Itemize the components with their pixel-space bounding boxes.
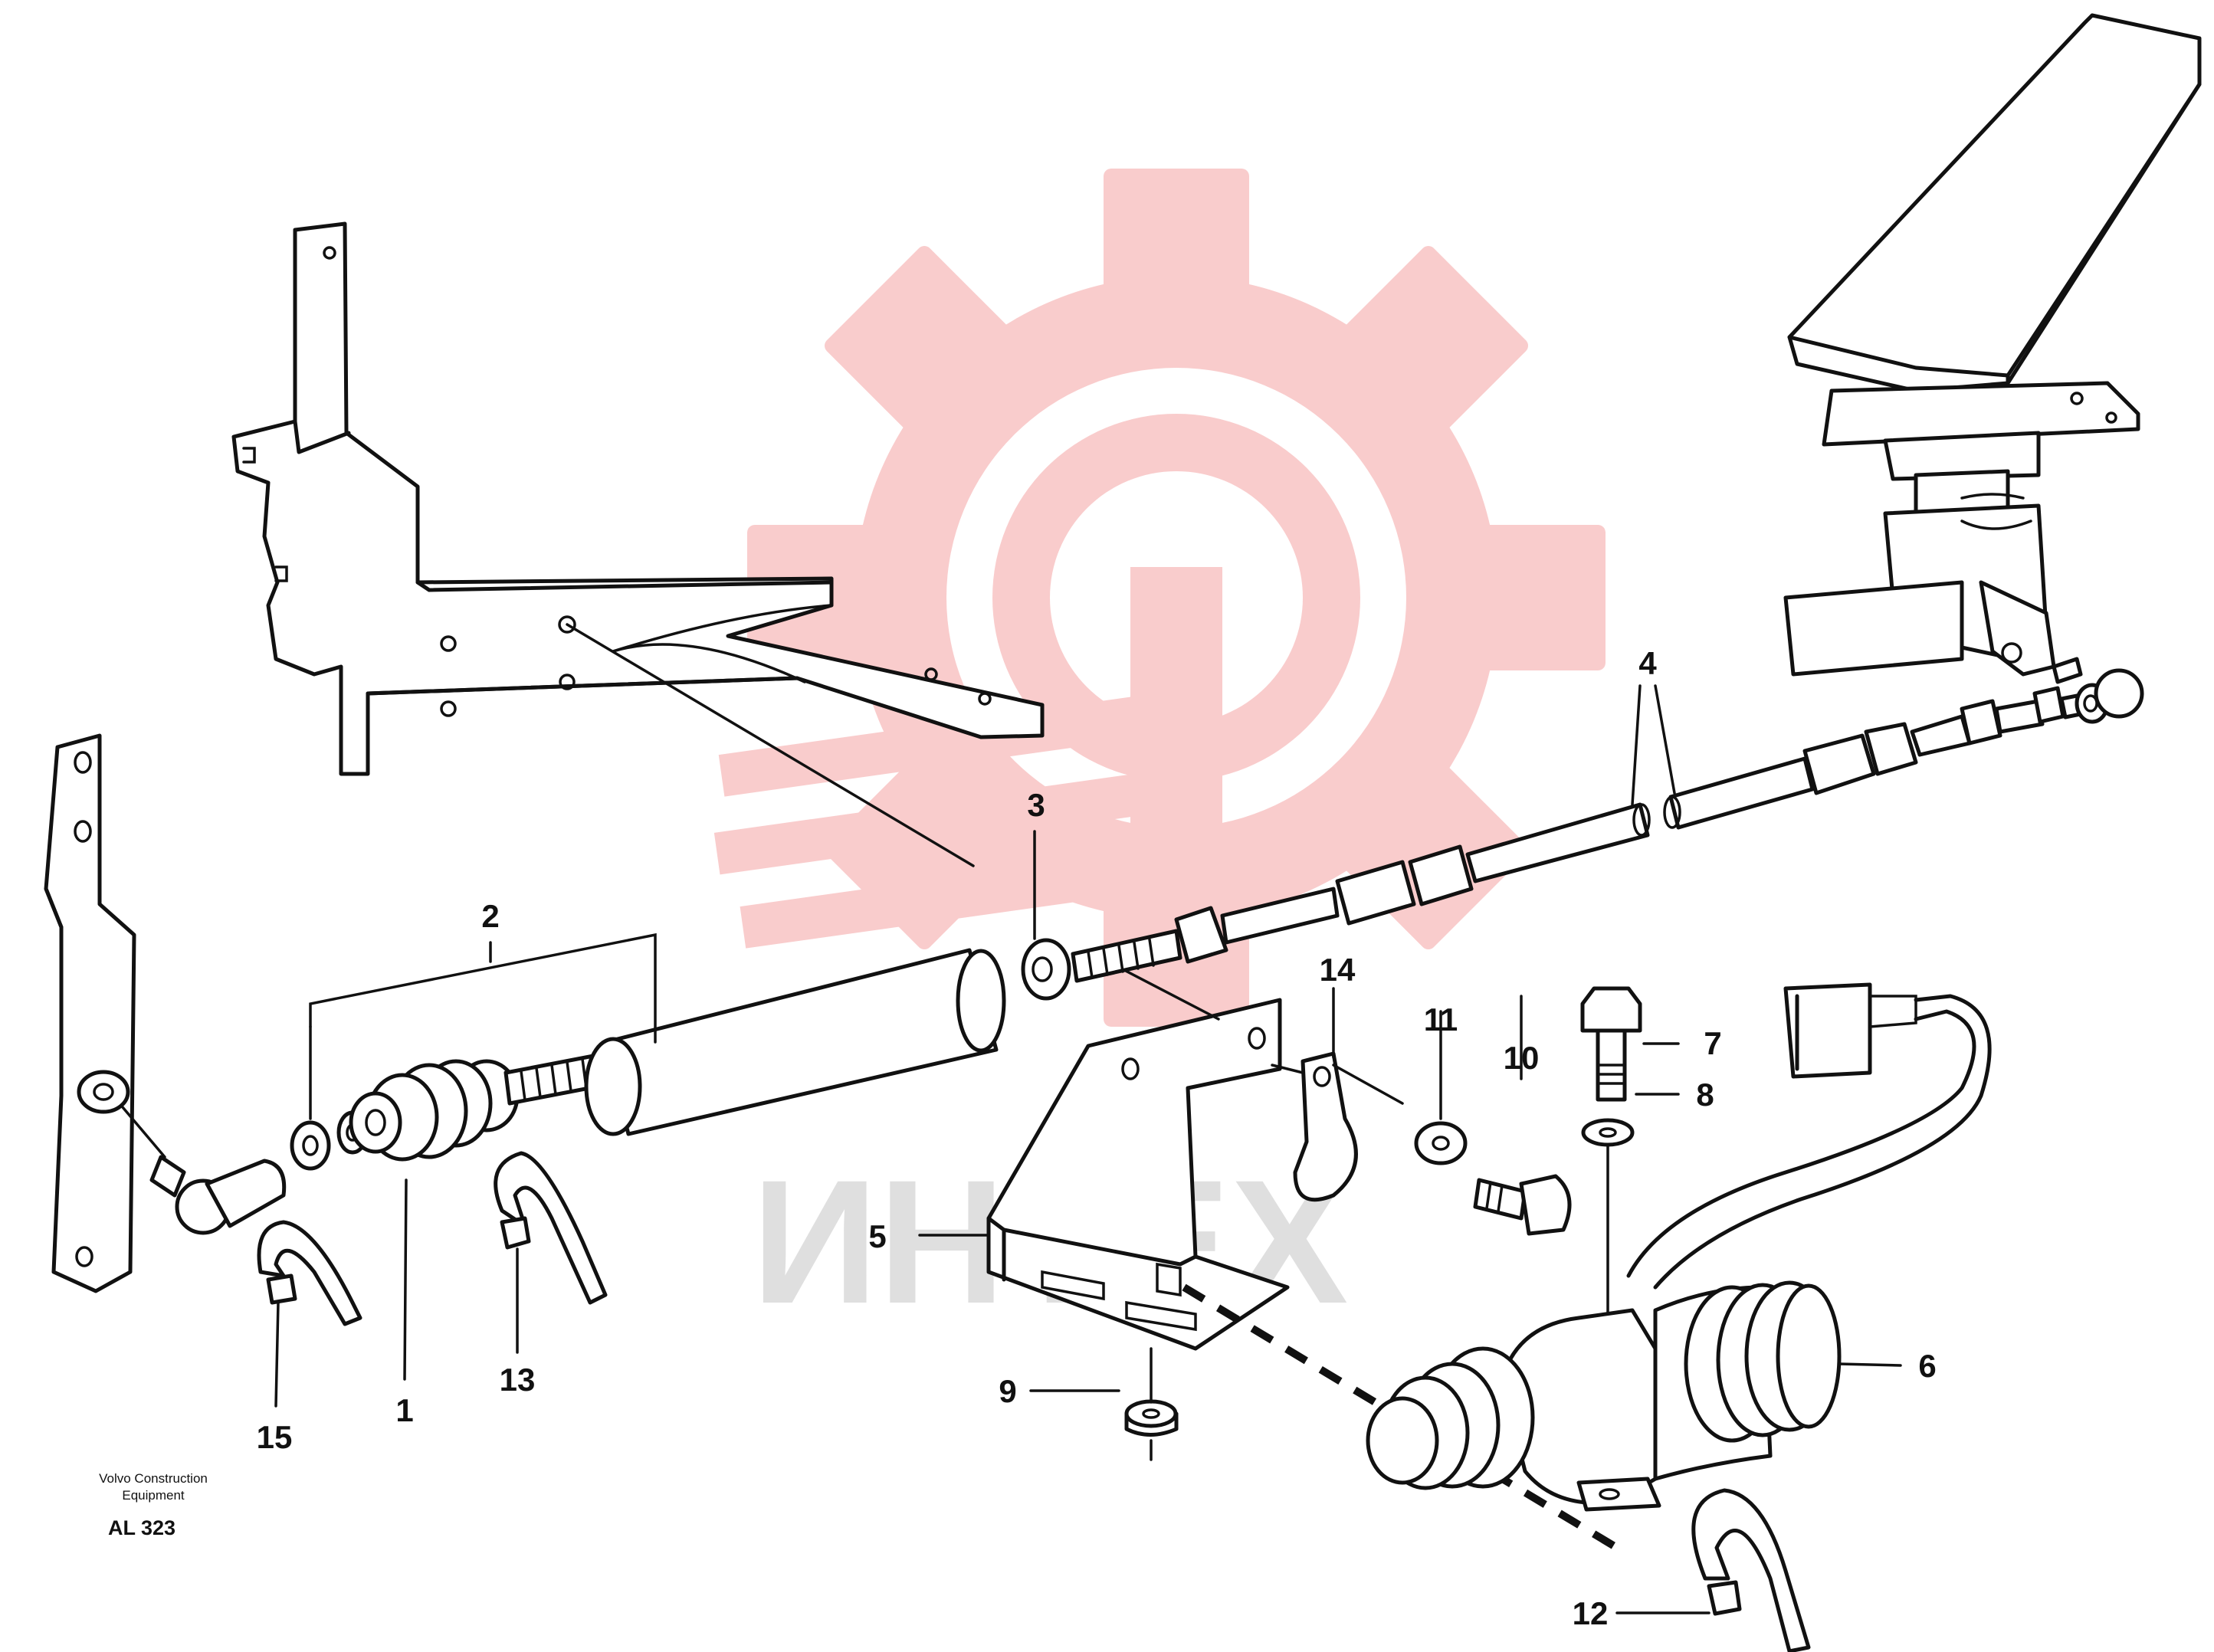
- cable-bracket-5: [986, 998, 1290, 1351]
- drawing-code: AL 323: [108, 1516, 175, 1539]
- stop-solenoid-6: [1366, 982, 1992, 1512]
- callout-9: 9: [999, 1373, 1016, 1409]
- cable-tie-12: [1691, 1488, 1811, 1652]
- callout-15: 15: [257, 1419, 293, 1455]
- callout-14: 14: [1320, 952, 1356, 988]
- ball-joint-right: [2014, 646, 2144, 724]
- callout-13: 13: [500, 1362, 536, 1398]
- ball-joint-left: [121, 1106, 287, 1235]
- callout-12: 12: [1573, 1595, 1609, 1631]
- callout-2: 2: [481, 898, 499, 934]
- flange-nut-9: [1124, 1347, 1179, 1461]
- cable-clamp-14: [1271, 1051, 1404, 1202]
- rubber-bellows-left: [349, 1059, 520, 1162]
- cable-tie-13: [494, 1151, 608, 1305]
- hex-nut-3: [1021, 938, 1071, 1001]
- bolt-10: [1473, 1174, 1572, 1236]
- brand-line-2: Equipment: [122, 1488, 185, 1503]
- cable-sleeve-cylinder: [584, 948, 1006, 1136]
- leader-bracket-to-cable: [566, 623, 975, 867]
- mounting-bracket-upper: [231, 221, 1045, 776]
- accelerator-pedal: [1783, 13, 2202, 677]
- throttle-cable: [1071, 686, 2091, 983]
- callout-6: 6: [1918, 1348, 1936, 1384]
- washer-11: [1414, 1121, 1468, 1165]
- callout-4: 4: [1638, 645, 1657, 681]
- callout-8: 8: [1696, 1077, 1714, 1113]
- watermark-gear-logo: [713, 169, 1606, 1027]
- callout-5: 5: [868, 1218, 886, 1254]
- callout-1: 1: [395, 1392, 413, 1428]
- callout-7: 7: [1704, 1025, 1721, 1061]
- callout-3: 3: [1027, 787, 1045, 823]
- callout-leaders: [274, 684, 1902, 1614]
- cable-tie-15: [257, 1220, 362, 1326]
- washer-8: [1581, 1118, 1635, 1147]
- callout-10: 10: [1504, 1040, 1540, 1076]
- leader-bracket-to-rod: [1121, 968, 1220, 1021]
- throttle-lever-arm: [44, 733, 136, 1293]
- lock-nut-left: [290, 1120, 331, 1171]
- brand-line-1: Volvo Construction: [99, 1471, 208, 1486]
- bolt-7: [1580, 986, 1642, 1102]
- callout-11: 11: [1424, 1001, 1458, 1037]
